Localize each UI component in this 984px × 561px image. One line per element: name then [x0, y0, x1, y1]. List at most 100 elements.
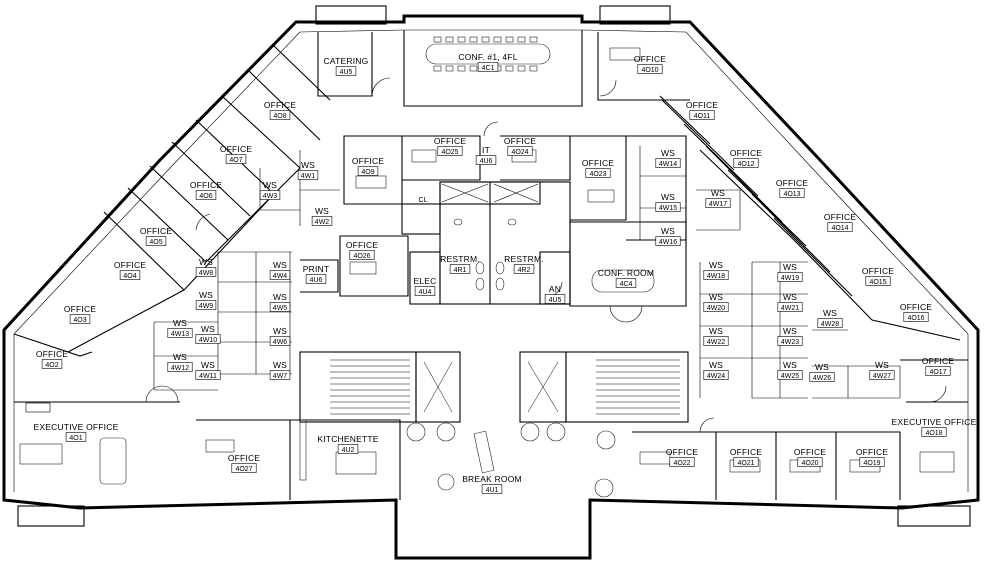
room-o22-name: OFFICE — [666, 447, 698, 457]
room-o10-name: OFFICE — [634, 54, 666, 64]
room-o27-name: OFFICE — [228, 453, 260, 463]
top-left-bay — [315, 5, 387, 25]
room-catering-code-box — [335, 66, 357, 76]
workstation-4w23-name: WS — [783, 326, 797, 336]
room-exec1-code: 4O1 — [69, 435, 82, 442]
workstation-4w6-code-box — [269, 336, 291, 346]
room-exec18-code: 4O18 — [925, 430, 942, 437]
room-o6-code: 4O6 — [199, 193, 212, 200]
workstation-4w22-name: WS — [709, 326, 723, 336]
room-o9-code: 4O9 — [361, 169, 374, 176]
workstation-4w3-code: 4W3 — [263, 193, 278, 200]
workstation-4w27-code: 4W27 — [873, 373, 891, 380]
stair-right — [565, 351, 689, 423]
workstation-4w1-code-box — [297, 170, 319, 180]
room-exec1-name: EXECUTIVE OFFICE — [34, 422, 119, 432]
room-o9-code-box — [357, 166, 379, 176]
workstation-4w18-code-box — [703, 270, 729, 280]
room-print-code: 4U6 — [310, 277, 323, 284]
workstation-4w7-code-box — [269, 370, 291, 380]
workstation-4w10-code-box — [195, 334, 221, 344]
room-o26-code: 4O26 — [353, 253, 370, 260]
workstation-4w5-code: 4W5 — [273, 305, 288, 312]
room-o21-name: OFFICE — [730, 447, 762, 457]
workstation-4w12-code-box — [167, 362, 193, 372]
room-o19-code: 4O19 — [863, 460, 880, 467]
workstation-4w9-name: WS — [199, 290, 213, 300]
room-r1-code-box — [449, 264, 471, 274]
room-elec-code-box — [414, 286, 436, 296]
room-o20-code-box — [797, 457, 823, 467]
room-o19-code-box — [859, 457, 885, 467]
workstation-4w14-code: 4W14 — [659, 161, 677, 168]
room-o23-name: OFFICE — [582, 158, 614, 168]
furniture — [19, 36, 955, 498]
room-o15-code-box — [865, 276, 891, 286]
workstation-4w15-name: WS — [661, 192, 675, 202]
room-exec18-code-box — [921, 427, 947, 437]
workstation-4w6-name: WS — [273, 326, 287, 336]
room-o7-code: 4O7 — [229, 157, 242, 164]
room-conf1-code: 4C1 — [482, 65, 495, 72]
room-o3-name: OFFICE — [64, 304, 96, 314]
room-o17-code-box — [925, 366, 951, 376]
room-o4-name: OFFICE — [114, 260, 146, 270]
room-o16-name: OFFICE — [900, 302, 932, 312]
room-kitchen-name: KITCHENETTE — [317, 434, 378, 444]
bottom-right-bay — [897, 505, 971, 527]
workstation-4w23-code-box — [777, 336, 803, 346]
room-o6-code-box — [195, 190, 217, 200]
room-catering-name: CATERING — [324, 56, 369, 66]
workstation-4w3-name: WS — [263, 180, 277, 190]
workstation-4w21-code: 4W21 — [781, 305, 799, 312]
room-o13-code: 4O13 — [783, 191, 800, 198]
room-elec-name: ELEC — [413, 276, 436, 286]
room-o17-code: 4O17 — [929, 369, 946, 376]
room-o27-code-box — [231, 463, 257, 473]
room-o23-code: 4O23 — [589, 171, 606, 178]
workstation-4w11-name: WS — [201, 360, 215, 370]
room-o4-code: 4O4 — [123, 273, 136, 280]
workstation-4w16-code-box — [655, 236, 681, 246]
workstation-4w2-name: WS — [315, 206, 329, 216]
room-o9-name: OFFICE — [352, 156, 384, 166]
bottom-left-bay — [17, 505, 85, 527]
workstation-4w1-name: WS — [301, 160, 315, 170]
workstation-4w1-code: 4W1 — [301, 173, 316, 180]
room-confroom-code-box — [615, 278, 637, 288]
room-catering-code: 4U5 — [340, 69, 353, 76]
workstation-4w8-name: WS — [199, 257, 213, 267]
workstation-4w25-code: 4W25 — [781, 373, 799, 380]
room-exec18-name: EXECUTIVE OFFICE — [892, 417, 977, 427]
tv-box — [25, 402, 51, 413]
workstation-4w11-code: 4W11 — [199, 373, 217, 380]
workstation-4w6-code: 4W6 — [273, 339, 288, 346]
room-o25-code-box — [437, 146, 463, 156]
room-r2-name: RESTRM. — [504, 254, 544, 264]
elec-room — [409, 251, 441, 305]
workstation-4w17-name: WS — [711, 188, 725, 198]
room-o11-code-box — [689, 110, 715, 120]
room-r1-name: RESTRM. — [440, 254, 480, 264]
room-o14-name: OFFICE — [824, 212, 856, 222]
room-o15-name: OFFICE — [862, 266, 894, 276]
room-o16-code-box — [903, 312, 929, 322]
room-o22-code: 4O22 — [673, 460, 690, 467]
workstation-4w19-name: WS — [783, 262, 797, 272]
workstation-4w28-code-box — [817, 318, 843, 328]
room-o24-code: 4O24 — [511, 149, 528, 156]
workstation-4w4-code-box — [269, 270, 291, 280]
room-o22-code-box — [669, 457, 695, 467]
workstation-4w28-name: WS — [823, 308, 837, 318]
room-break-code-box — [481, 484, 503, 494]
top-right-bay — [599, 5, 671, 25]
room-o6-name: OFFICE — [190, 180, 222, 190]
workstation-4w16-name: WS — [661, 226, 675, 236]
workstation-4w26-code: 4W26 — [813, 375, 831, 382]
shaft-boxes — [439, 181, 541, 205]
workstation-4w27-name: WS — [875, 360, 889, 370]
workstation-4w21-code-box — [777, 302, 803, 312]
room-o13-name: OFFICE — [776, 178, 808, 188]
